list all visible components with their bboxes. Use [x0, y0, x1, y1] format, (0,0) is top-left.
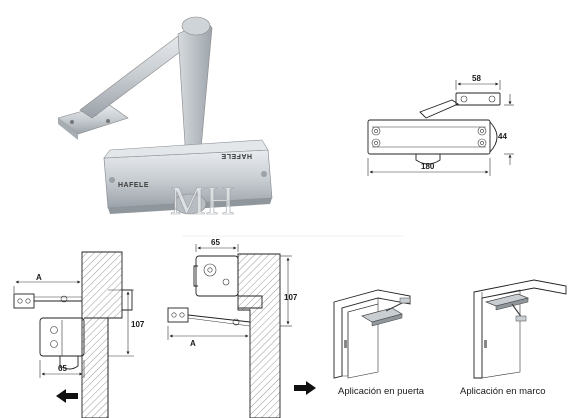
caption-frame: Aplicación en marco	[460, 386, 546, 397]
dim-107-right: 107	[284, 293, 298, 302]
push-direction-arrow-right	[294, 381, 316, 395]
dim-a-left: A	[36, 273, 42, 282]
dim-width-total: 180	[421, 162, 435, 171]
caption-door: Aplicación en puerta	[338, 386, 425, 397]
dim-65-left: 65	[58, 364, 67, 373]
dim-a-right: A	[190, 339, 196, 348]
watermark-logo: MH	[170, 178, 234, 223]
top-dimension-drawing: 58 44 180	[367, 74, 514, 176]
application-frame-illustration: Aplicación en marco	[460, 279, 567, 397]
install-diagram-left: A 107 65	[13, 251, 145, 418]
dim-107-left: 107	[131, 320, 145, 329]
dim-arm-width: 58	[472, 74, 481, 83]
push-direction-arrow-left	[56, 389, 78, 403]
brand-label: HAFELE	[118, 182, 149, 189]
dim-65-right: 65	[211, 238, 220, 247]
product-photo: HAFELE HAFELE MH	[57, 16, 273, 223]
brand-label-rotated: HAFELE	[221, 152, 252, 159]
install-diagram-right: 65 107 A	[167, 238, 316, 418]
dim-height: 44	[498, 132, 507, 141]
application-door-illustration: Aplicación en puerta	[333, 289, 425, 397]
